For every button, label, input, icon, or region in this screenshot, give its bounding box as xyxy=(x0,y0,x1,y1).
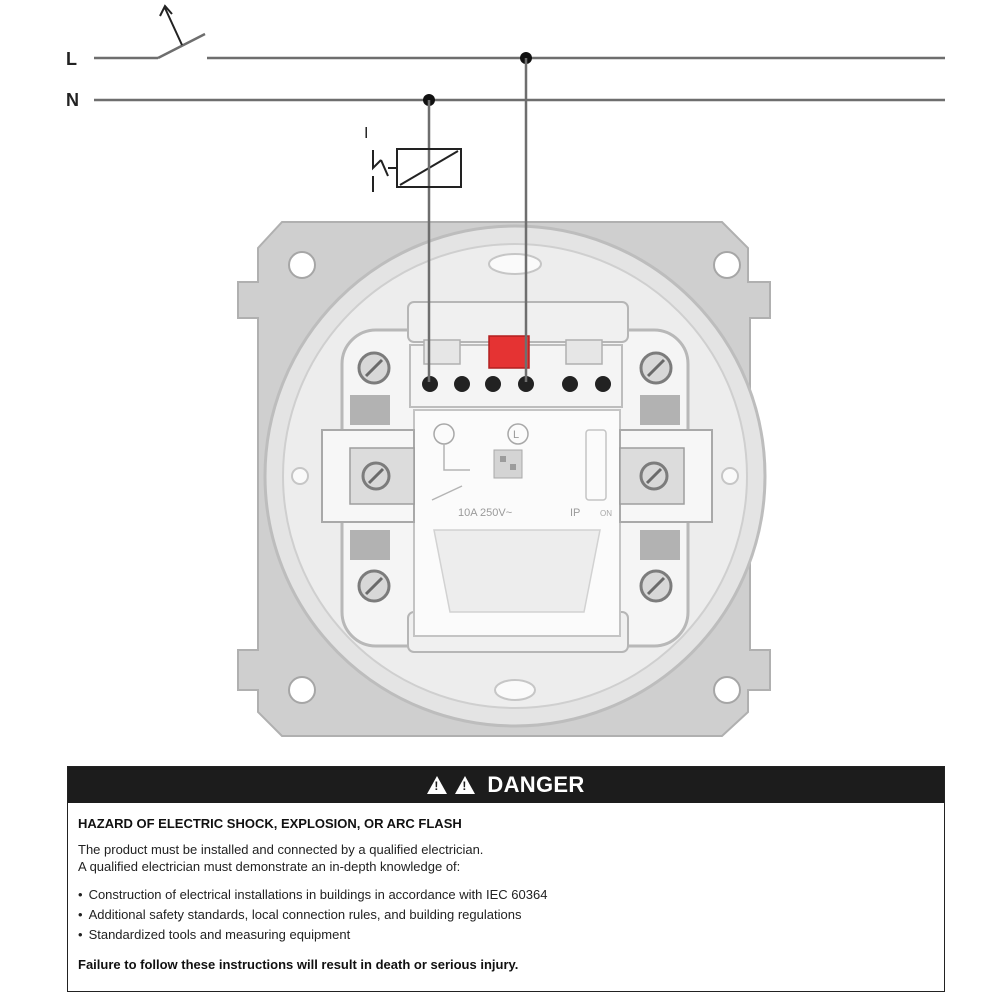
ip-text: IP xyxy=(570,507,580,519)
warning-triangle-icon xyxy=(455,776,476,794)
line-label: L xyxy=(66,49,77,69)
relay-mark: I xyxy=(364,125,368,142)
list-item: Construction of electrical installations… xyxy=(78,885,934,905)
warning-triangle-icon xyxy=(427,776,448,794)
danger-footer: Failure to follow these instructions wil… xyxy=(78,957,519,972)
wiring-diagram: L N I xyxy=(66,4,945,737)
switch-arrow-icon xyxy=(159,4,183,46)
device-markings: L 10A 250V~ IP ON xyxy=(431,423,612,519)
neutral-label: N xyxy=(66,90,79,110)
hazard-title: HAZARD OF ELECTRIC SHOCK, EXPLOSION, OR … xyxy=(78,816,462,831)
danger-title: DANGER xyxy=(487,772,585,797)
danger-bullet-list: Construction of electrical installations… xyxy=(78,885,934,945)
rating-text: 10A 250V~ xyxy=(458,507,512,519)
danger-paragraph-1: The product must be installed and connec… xyxy=(78,842,484,857)
danger-paragraph-2: A qualified electrician must demonstrate… xyxy=(78,859,461,874)
danger-header: DANGER xyxy=(68,767,944,803)
line-wire xyxy=(94,32,945,60)
switch-housing xyxy=(321,301,713,653)
list-item: Standardized tools and measuring equipme… xyxy=(78,925,934,945)
danger-body: HAZARD OF ELECTRIC SHOCK, EXPLOSION, OR … xyxy=(68,803,944,972)
terminal-block xyxy=(409,339,623,408)
on-text: ON xyxy=(600,509,612,518)
relay-coil-icon xyxy=(372,148,462,192)
release-button-red xyxy=(488,335,530,369)
list-item: Additional safety standards, local conne… xyxy=(78,905,934,925)
screw-icon xyxy=(357,351,673,603)
terminal-l-mark: L xyxy=(513,429,519,441)
danger-notice: DANGER HAZARD OF ELECTRIC SHOCK, EXPLOSI… xyxy=(67,766,945,992)
